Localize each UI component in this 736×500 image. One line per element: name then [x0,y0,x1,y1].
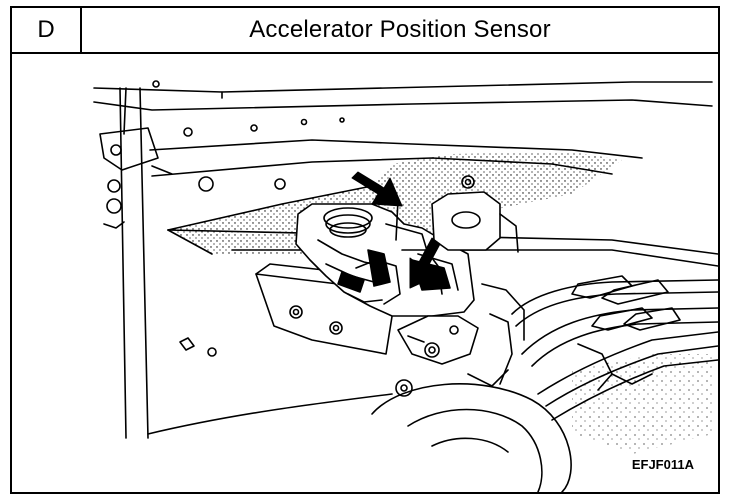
top-rail [149,139,643,159]
figure-code: EFJF011A [631,457,694,472]
link-arm [397,315,479,365]
hose-2 [521,307,718,355]
section-letter: D [12,8,82,52]
arrow-pointer-icon [351,171,403,207]
engine-bay-illustration [93,80,718,492]
upper-panel-outline [93,81,713,93]
connector-shadow [367,249,391,287]
arrow-pointer-icon-secondary [409,237,441,289]
diagram-title: Accelerator Position Sensor [249,16,551,43]
hose-1 [511,279,718,315]
left-strut [119,87,127,439]
left-bolt [107,179,121,193]
diagram-frame: D Accelerator Position Sensor [10,6,720,494]
lower-round-component [371,383,572,492]
strut-clamp [99,127,159,171]
diagram-header: D Accelerator Position Sensor [12,8,718,54]
pipe-bundle [537,331,718,395]
engine-mount [431,191,501,251]
